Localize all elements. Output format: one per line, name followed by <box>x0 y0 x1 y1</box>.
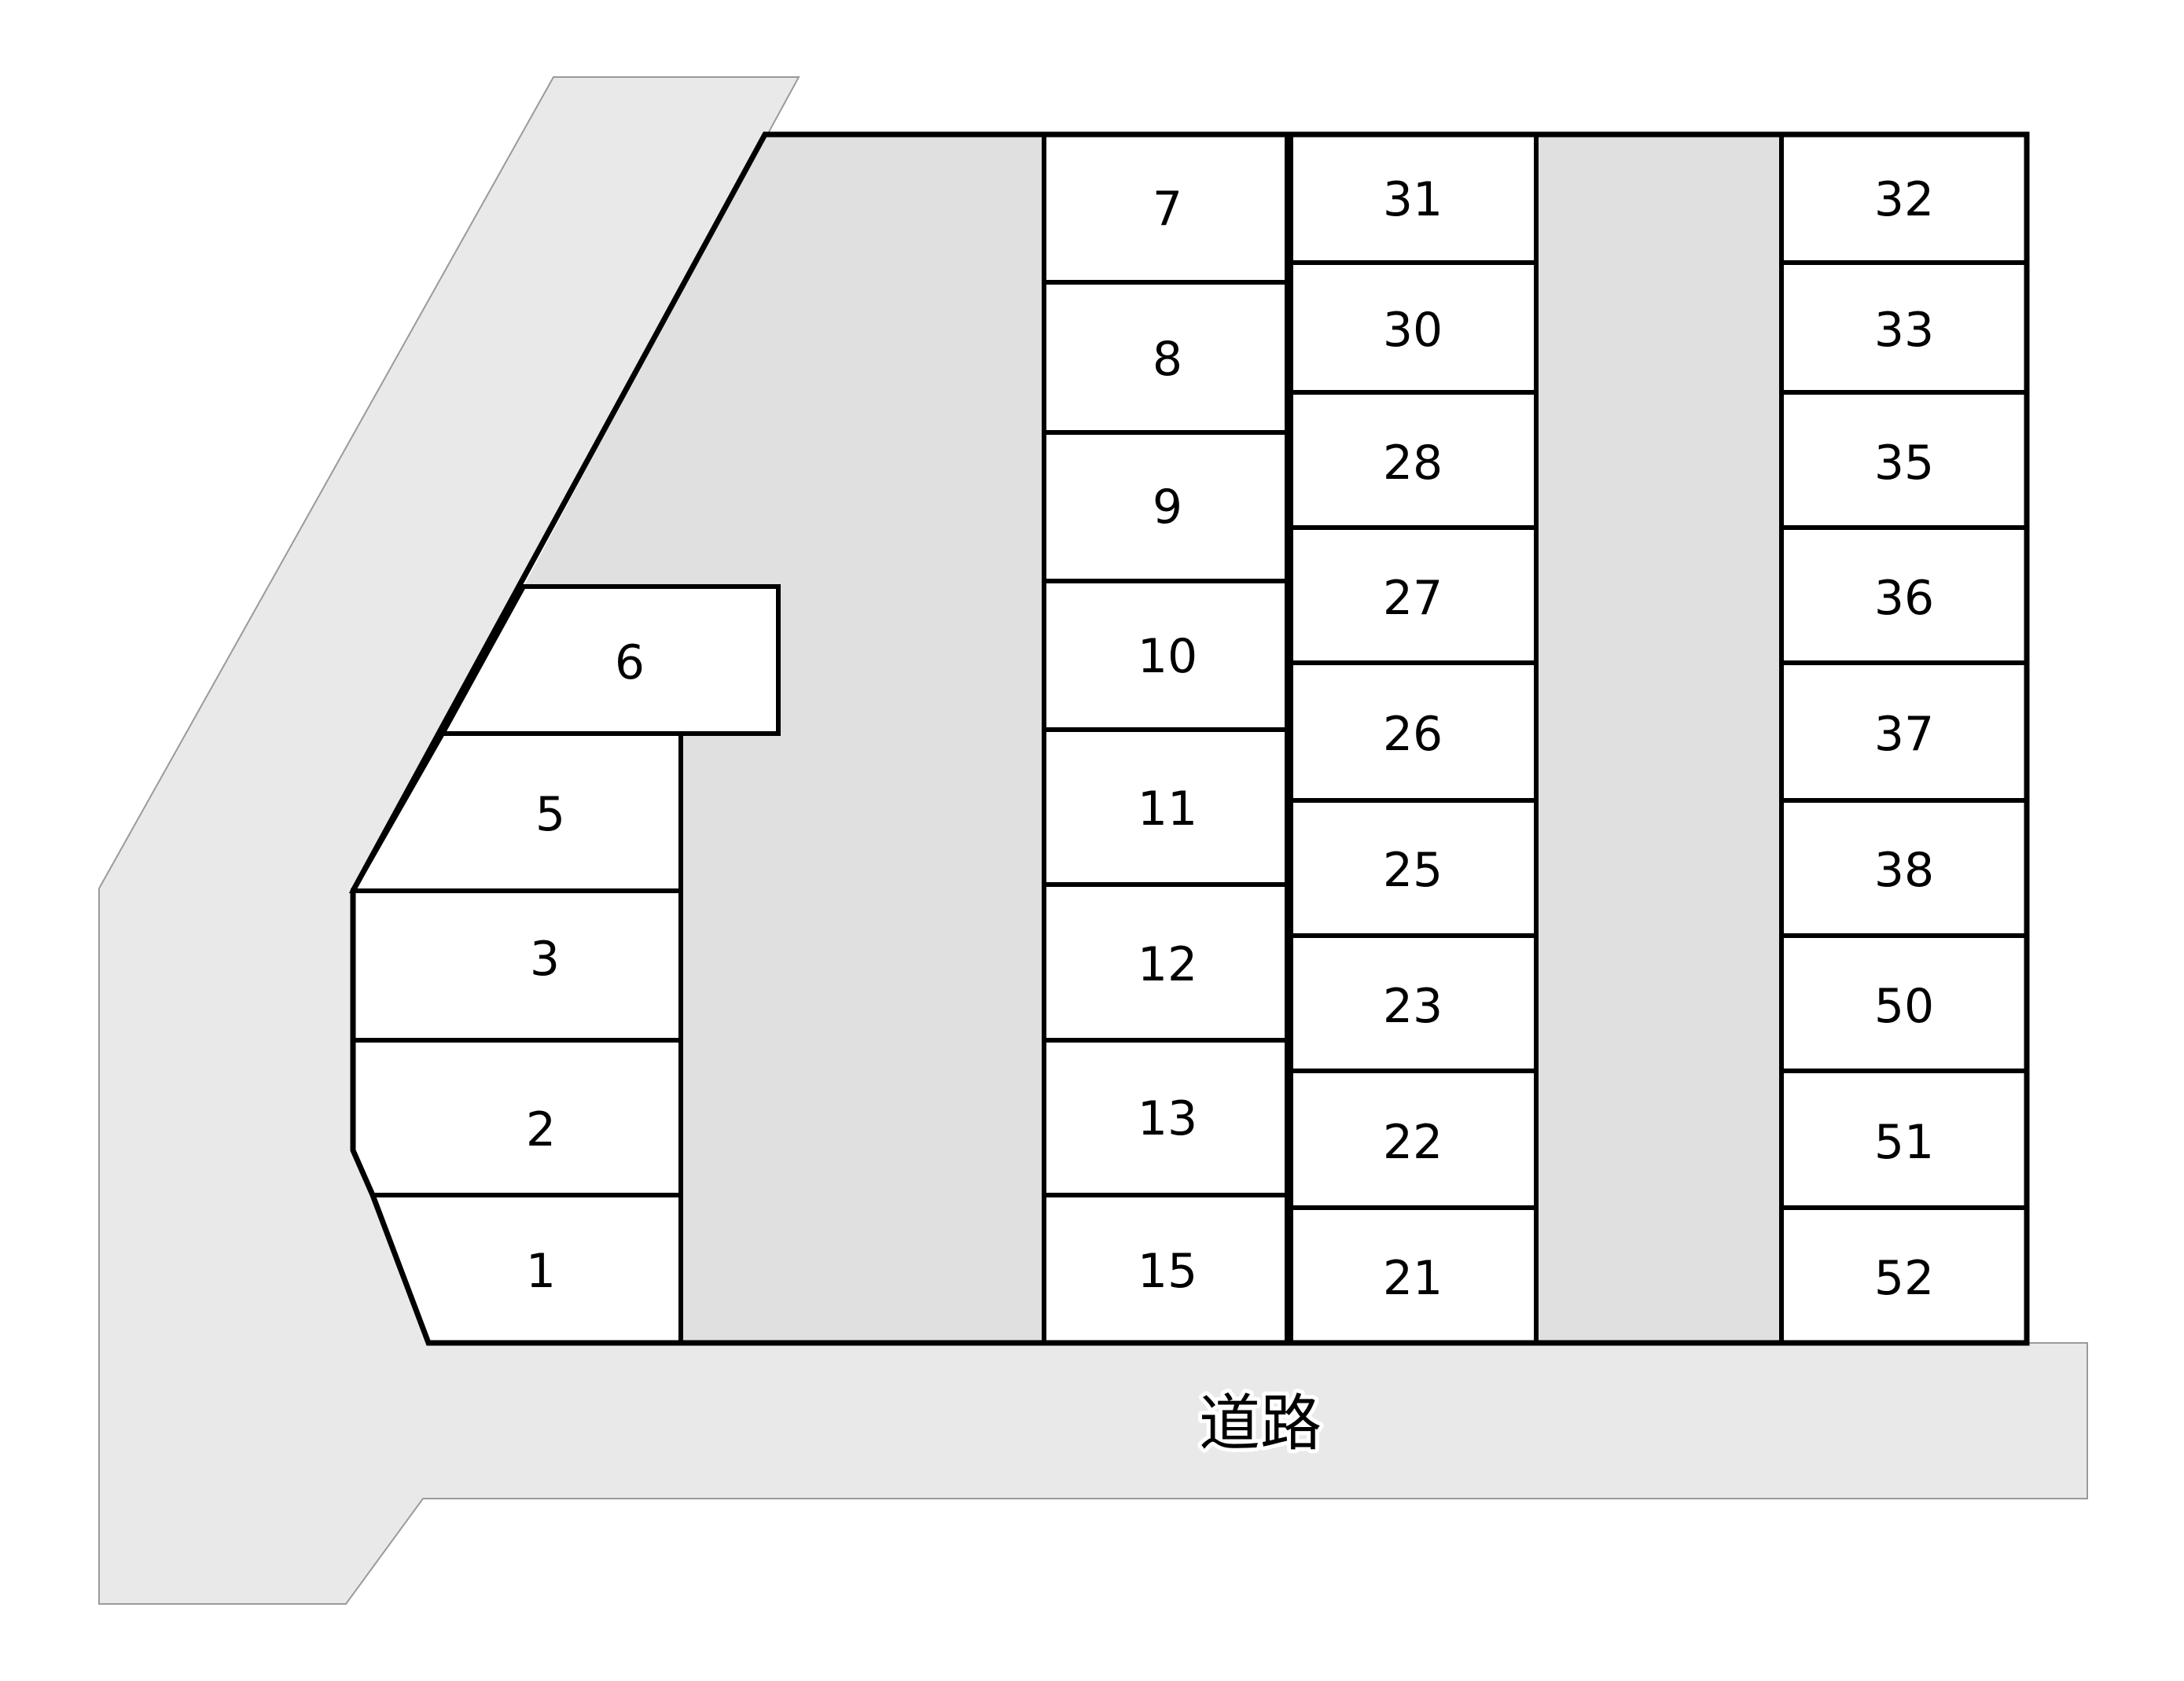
parking-space <box>1779 798 2029 938</box>
parking-space <box>1289 660 1539 803</box>
parking-space <box>1042 132 1289 285</box>
parking-space <box>1779 525 2029 665</box>
parking-space <box>1042 430 1289 583</box>
space-number: 25 <box>1383 843 1443 898</box>
parking-space <box>351 1038 683 1197</box>
space-number: 1 <box>526 1244 556 1299</box>
road-label: 道路 <box>1199 1389 1322 1459</box>
space-number: 36 <box>1874 571 1934 626</box>
parking-space <box>1289 1205 1539 1345</box>
space-number: 12 <box>1138 937 1197 992</box>
space-number: 31 <box>1383 172 1443 227</box>
space-number: 6 <box>615 635 645 690</box>
aisle-right <box>1536 134 1781 1343</box>
space-number: 32 <box>1874 172 1934 227</box>
parking-space <box>438 584 781 736</box>
space-number: 38 <box>1874 843 1934 898</box>
parking-space <box>1289 390 1539 530</box>
parking-space <box>1289 933 1539 1073</box>
parking-space <box>1779 390 2029 530</box>
parking-space <box>1289 525 1539 665</box>
space-number: 52 <box>1874 1251 1934 1306</box>
parking-space <box>1042 280 1289 435</box>
space-number: 51 <box>1874 1115 1934 1170</box>
space-number: 15 <box>1138 1244 1197 1299</box>
parking-space <box>1779 260 2029 395</box>
aisle-left <box>524 134 1044 1343</box>
space-number: 35 <box>1874 436 1934 491</box>
space-number: 33 <box>1874 303 1934 358</box>
parking-space <box>1289 1069 1539 1210</box>
parking-space <box>1042 579 1289 732</box>
space-number: 8 <box>1153 332 1182 387</box>
parking-space <box>1042 1038 1289 1197</box>
parking-space <box>1289 798 1539 938</box>
space-number: 23 <box>1383 979 1443 1034</box>
space-number: 5 <box>535 787 565 842</box>
space-number: 27 <box>1383 571 1443 626</box>
space-number: 26 <box>1383 707 1443 762</box>
lot-boundary <box>350 131 2030 1346</box>
parking-space <box>1779 660 2029 803</box>
space-number: 22 <box>1383 1115 1443 1170</box>
space-number: 28 <box>1383 436 1443 491</box>
space-number: 3 <box>530 932 560 987</box>
space-number: 13 <box>1138 1091 1197 1146</box>
space-number: 21 <box>1383 1251 1443 1306</box>
parking-space <box>1779 933 2029 1073</box>
parking-space <box>1289 260 1539 395</box>
space-number: 10 <box>1138 629 1197 684</box>
space-number: 9 <box>1153 480 1182 535</box>
parking-space <box>351 888 683 1043</box>
parking-space <box>1042 727 1289 887</box>
space-number: 7 <box>1153 182 1182 237</box>
space-number: 50 <box>1874 979 1934 1034</box>
space-number: 11 <box>1138 782 1197 837</box>
space-number: 30 <box>1383 303 1443 358</box>
space-number: 2 <box>526 1102 556 1157</box>
space-number: 37 <box>1874 707 1934 762</box>
parking-space <box>1042 882 1289 1043</box>
parking-space <box>1042 1193 1289 1345</box>
